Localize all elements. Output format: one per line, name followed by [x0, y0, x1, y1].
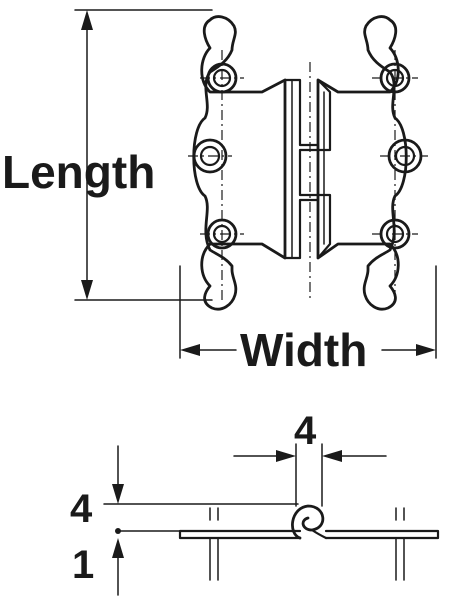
left-leaf-side — [178, 529, 302, 540]
right-leaf-side — [324, 529, 440, 540]
pin-width-dimension — [233, 443, 387, 507]
leaf-thickness-label: 1 — [72, 543, 94, 587]
hinge-knuckle — [283, 78, 320, 260]
knuckle-height-label: 4 — [70, 487, 93, 531]
pin-knuckle-tail — [310, 528, 328, 540]
hinge-side-view: 4 4 1 — [70, 409, 440, 596]
length-dimension — [74, 9, 213, 301]
height-dimension — [103, 445, 299, 596]
width-dimension — [179, 265, 437, 359]
screw-lines-side — [209, 507, 405, 581]
left-leaf-outline — [192, 15, 287, 311]
width-label: Width — [240, 324, 367, 376]
pin-knuckle-side — [291, 504, 325, 540]
hinge-top-view: Length Width — [2, 9, 437, 376]
length-label: Length — [2, 146, 155, 198]
center-lines-top — [188, 50, 428, 300]
pin-width-label: 4 — [294, 409, 317, 453]
right-leaf-outline — [316, 15, 408, 311]
